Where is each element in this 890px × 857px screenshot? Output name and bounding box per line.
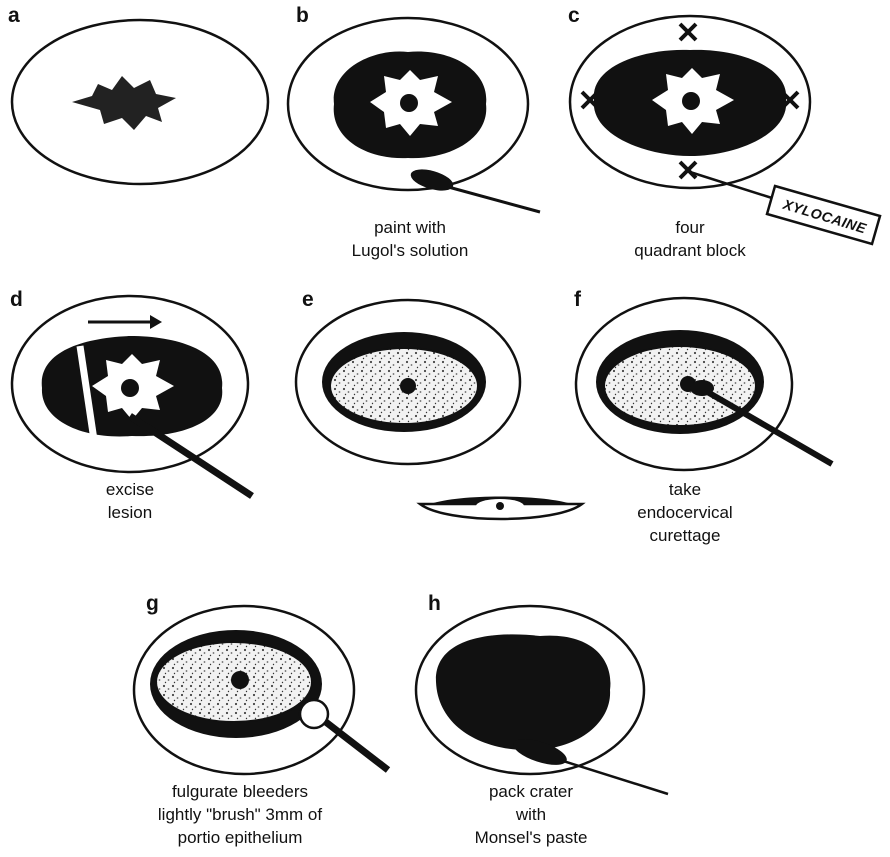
caption-line: portio epithelium <box>120 826 360 849</box>
cervical-os <box>231 671 249 689</box>
caption-line: with <box>456 803 606 826</box>
panel-e-cervix <box>296 300 582 519</box>
panel-letter-d: d <box>10 288 23 312</box>
caption-line: endocervical <box>620 501 750 524</box>
panel-letter-e: e <box>302 288 314 312</box>
curette-tip <box>690 380 714 396</box>
caption-h: pack crater with Monsel's paste <box>456 780 606 849</box>
panel-a-cervix <box>12 20 268 184</box>
caption-line: paint with <box>330 216 490 239</box>
panel-letter-a: a <box>8 4 20 28</box>
cervical-os <box>121 379 139 397</box>
panel-letter-f: f <box>574 288 581 312</box>
panel-d-cervix <box>12 296 252 496</box>
cervical-os <box>682 92 700 110</box>
caption-line: fulgurate bleeders <box>120 780 360 803</box>
ball-electrode <box>300 700 328 728</box>
specimen-os <box>496 502 504 510</box>
caption-line: lightly "brush" 3mm of <box>120 803 360 826</box>
panel-letter-g: g <box>146 592 159 616</box>
panel-letter-h: h <box>428 592 441 616</box>
panel-b-cervix <box>288 18 540 212</box>
panel-letter-b: b <box>296 4 309 28</box>
caption-line: Monsel's paste <box>456 826 606 849</box>
caption-g: fulgurate bleeders lightly "brush" 3mm o… <box>120 780 360 849</box>
caption-f: take endocervical curettage <box>620 478 750 547</box>
caption-line: quadrant block <box>610 239 770 262</box>
caption-line: four <box>610 216 770 239</box>
caption-line: lesion <box>70 501 190 524</box>
panel-g-cervix <box>134 606 388 774</box>
cervical-os <box>400 378 416 394</box>
caption-line: pack crater <box>456 780 606 803</box>
cervical-os <box>400 94 418 112</box>
caption-line: excise <box>70 478 190 501</box>
caption-line: Lugol's solution <box>330 239 490 262</box>
caption-line: take <box>620 478 750 501</box>
caption-b: paint with Lugol's solution <box>330 216 490 262</box>
caption-line: curettage <box>620 524 750 547</box>
caption-c: four quadrant block <box>610 216 770 262</box>
panel-h-cervix <box>416 606 668 794</box>
panel-f-cervix <box>576 298 832 470</box>
excision-crater <box>604 346 756 426</box>
caption-d: excise lesion <box>70 478 190 524</box>
panel-letter-c: c <box>568 4 580 28</box>
